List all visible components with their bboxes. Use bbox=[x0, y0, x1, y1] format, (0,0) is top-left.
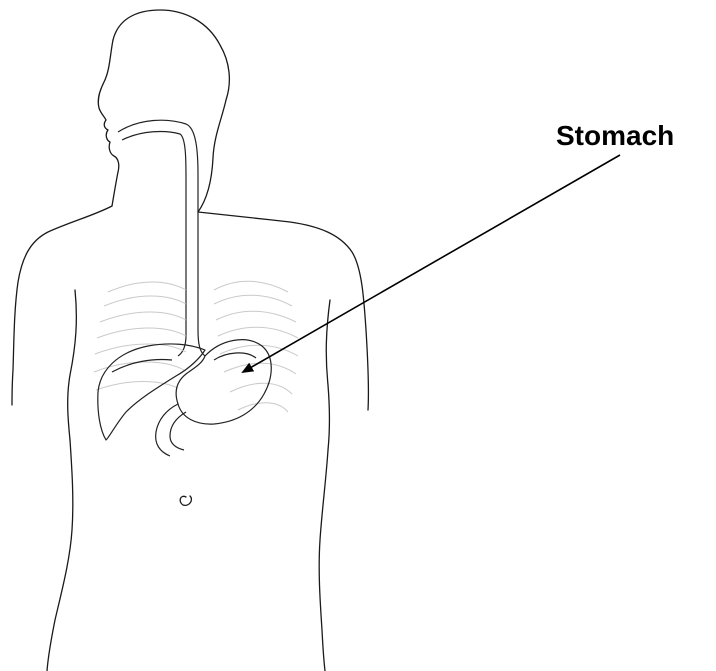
stomach-pointer-arrow bbox=[243, 155, 620, 372]
body-outline bbox=[12, 10, 368, 671]
stomach bbox=[156, 340, 272, 456]
esophagus bbox=[118, 120, 205, 356]
liver bbox=[98, 344, 205, 440]
stomach-label: Stomach bbox=[556, 120, 674, 151]
